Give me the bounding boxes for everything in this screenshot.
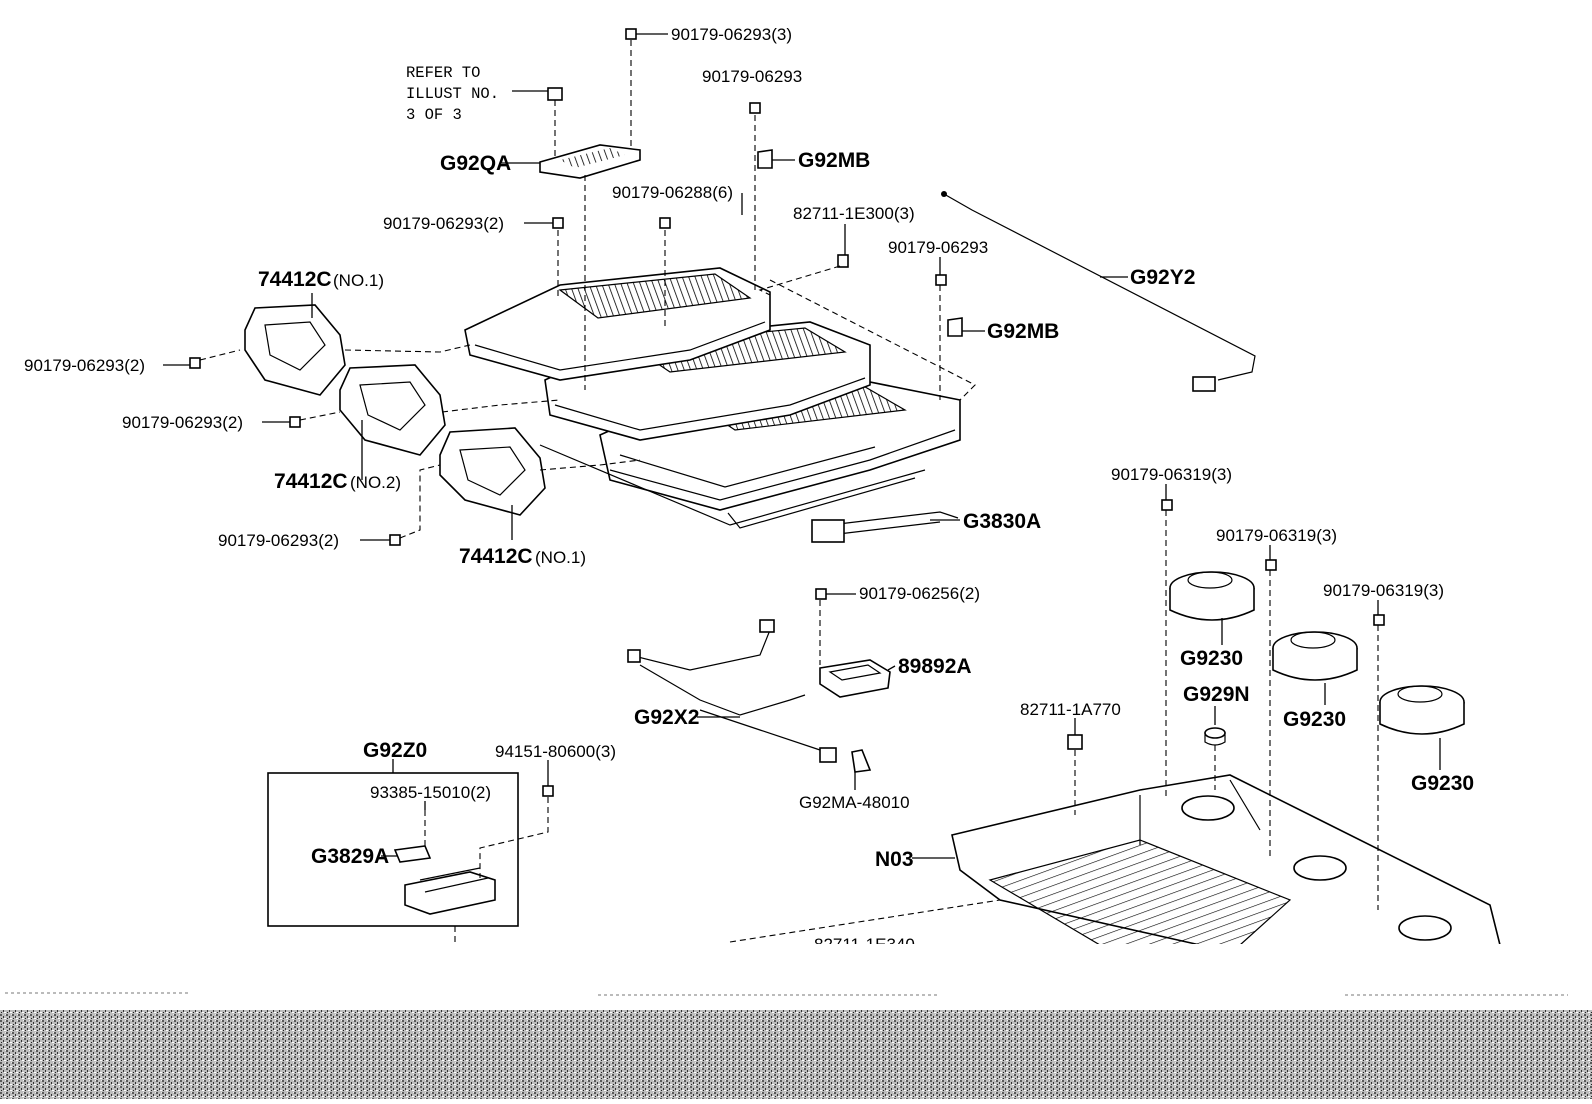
g92y2-cable	[941, 191, 1256, 392]
g92mb-bracket-top	[757, 149, 773, 169]
74412c-cover-no1-bottom	[439, 427, 546, 516]
g9230-blower-b	[1272, 631, 1358, 681]
g92mb-bracket-mid	[947, 317, 963, 337]
label-74412c-no2-suffix: (NO.2)	[350, 473, 401, 492]
g92z0-relay-block	[404, 867, 496, 915]
n03-battery-tray	[951, 774, 1502, 946]
label-g92mb-top: G92MB	[798, 149, 870, 172]
refer-note: REFER TO ILLUST NO. 3 OF 3	[406, 64, 499, 124]
page-bottom-margin	[0, 944, 1592, 990]
74412c-cover-no2	[339, 364, 446, 456]
label-90179-06288-6: 90179-06288(6)	[612, 183, 733, 202]
refer-note-line-1: REFER TO	[406, 64, 480, 82]
82711-1a770-clip	[1067, 734, 1083, 750]
g9230-blower-c	[1379, 685, 1465, 735]
label-90179-06293-top: 90179-06293	[702, 67, 802, 86]
refer-note-line-2: ILLUST NO.	[406, 85, 499, 103]
label-n03: N03	[875, 848, 914, 871]
fastener-glyphs	[189, 28, 1385, 797]
label-93385-15010-2: 93385-15010(2)	[370, 783, 491, 802]
label-90179-06293-2-c: 90179-06293(2)	[122, 413, 243, 432]
g9230-blower-a	[1169, 571, 1255, 621]
label-74412c-no1-top: 74412C	[258, 268, 332, 291]
label-90179-06256-2: 90179-06256(2)	[859, 584, 980, 603]
g92qa-bracket	[539, 87, 641, 179]
label-74412c-no1-bottom: 74412C	[459, 545, 533, 568]
label-74412c-no1-top-suffix: (NO.1)	[333, 271, 384, 290]
label-g3830a: G3830A	[963, 510, 1041, 533]
scan-noise-band	[0, 1010, 1592, 1099]
label-g92mb-mid: G92MB	[987, 320, 1059, 343]
label-82711-1e300-3: 82711-1E300(3)	[793, 204, 915, 223]
label-g929n: G929N	[1183, 683, 1250, 706]
label-g9230-c: G9230	[1411, 772, 1474, 795]
label-90179-06293-2-a: 90179-06293(2)	[383, 214, 504, 233]
label-90179-06293-2-b: 90179-06293(2)	[24, 356, 145, 375]
89892a-module	[819, 659, 891, 698]
label-90179-06293-2-d: 90179-06293(2)	[218, 531, 339, 550]
label-g9230-b: G9230	[1283, 708, 1346, 731]
label-90179-06319-3-a: 90179-06319(3)	[1111, 465, 1232, 484]
g3829a-part	[393, 845, 432, 863]
refer-note-line-3: 3 OF 3	[406, 106, 462, 124]
assembly-dashed-lines	[199, 40, 1379, 943]
g92x2-wire-harness	[627, 619, 837, 763]
label-g92x2: G92X2	[634, 706, 699, 729]
74412c-cover-no1-top	[244, 304, 346, 396]
label-74412c-no2: 74412C	[274, 470, 348, 493]
label-g92ma-48010: G92MA-48010	[799, 793, 910, 812]
label-90179-06319-3-c: 90179-06319(3)	[1323, 581, 1444, 600]
label-90179-06319-3-b: 90179-06319(3)	[1216, 526, 1337, 545]
battery-stack-assembly	[464, 267, 961, 529]
g92ma-bracket	[851, 749, 872, 773]
scan-artifact-marks	[5, 992, 1568, 996]
leader-lines	[163, 33, 1441, 859]
g3830a-harness	[811, 511, 959, 543]
label-82711-1a770: 82711-1A770	[1020, 700, 1121, 719]
label-g9230-a: G9230	[1180, 647, 1243, 670]
label-g3829a: G3829A	[311, 845, 389, 868]
label-g92qa: G92QA	[440, 152, 511, 175]
label-74412c-no1-bottom-suffix: (NO.1)	[535, 548, 586, 567]
label-90179-06293-mid: 90179-06293	[888, 238, 988, 257]
label-g92y2: G92Y2	[1130, 266, 1195, 289]
g929n-grommet	[1204, 727, 1226, 746]
label-g92z0: G92Z0	[363, 739, 427, 762]
label-90179-06293-3-top: 90179-06293(3)	[671, 25, 792, 44]
label-94151-80600-3: 94151-80600(3)	[495, 742, 616, 761]
label-89892a: 89892A	[898, 655, 972, 678]
